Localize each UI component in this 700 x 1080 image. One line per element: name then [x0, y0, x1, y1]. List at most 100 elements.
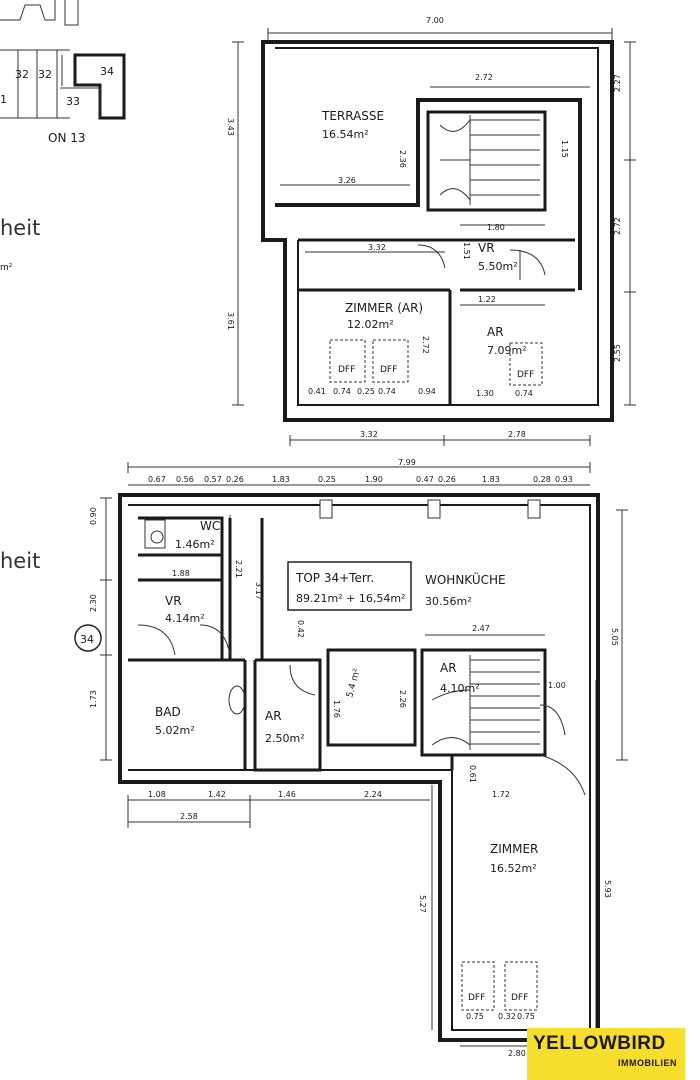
overview-unit-32b: 32 — [38, 68, 52, 81]
pencil-area-note: 5.4 m² — [345, 667, 362, 699]
lower-window-marks — [319, 499, 541, 519]
room-ar-lower-2-area: 4.10m² — [440, 682, 480, 695]
dim-lower-vr-width: 1.88 — [172, 569, 190, 578]
room-ar-lower-1-area: 2.50m² — [265, 732, 305, 745]
dim-lower-stair-depth: 1.00 — [548, 681, 566, 690]
room-ar-upper-area: 7.09m² — [487, 344, 527, 357]
room-vr-lower-name: VR — [165, 594, 182, 608]
roof-window-label-2: DFF — [380, 365, 397, 375]
dim-upper-right-mid: 2.72 — [613, 217, 622, 235]
unit-label-title: TOP 34+Terr. — [295, 571, 374, 585]
dim-lower-left-1: 0.90 — [89, 507, 98, 525]
overview-floor-label: ON 13 — [48, 131, 86, 145]
dim-lower-bottom-1: 1.08 — [148, 790, 166, 799]
dim-lower-top-1: 0.67 — [148, 475, 166, 484]
dim-upper-stair-side: 1.15 — [560, 140, 569, 158]
dim-lower-zimmer-top-width: 1.72 — [492, 790, 510, 799]
dim-lower-inner-h3: 0.42 — [296, 620, 305, 638]
dim-upper-window-4: 0.74 — [378, 387, 396, 396]
cut-unit-upper: m² — [0, 263, 13, 273]
upper-door-swings — [417, 244, 546, 280]
dim-upper-zimmer-width: 3.32 — [368, 243, 386, 252]
cut-label-lower: heit — [0, 549, 40, 573]
room-wc-area: 1.46m² — [175, 538, 215, 551]
dim-lower-bottom-4: 2.24 — [364, 790, 382, 799]
overview-edge-number: 1 — [0, 93, 7, 106]
dim-lower-kitchen-h1: 1.76 — [332, 700, 341, 718]
dim-lower-top-12: 0.93 — [555, 475, 573, 484]
dim-lower-bottom-2: 1.42 — [208, 790, 226, 799]
dim-lower-right-height: 5.05 — [610, 628, 619, 646]
dim-upper-vr-width: 1.80 — [487, 223, 505, 232]
dim-lower-top-6: 0.25 — [318, 475, 336, 484]
dim-upper-ar-width: 1.22 — [478, 295, 496, 304]
dim-lower-bottom-total: 2.58 — [180, 812, 198, 821]
upper-dimension-lines — [232, 28, 636, 446]
room-ar-upper-name: AR — [487, 325, 504, 339]
dim-upper-right-low: 2.55 — [613, 344, 622, 362]
dim-lower-stair-width: 2.47 — [472, 624, 490, 633]
room-wc-name: WC — [200, 519, 220, 533]
dim-lower-zimmer-window-1: 0.75 — [466, 1012, 484, 1021]
room-zimmer-ar-area: 12.02m² — [347, 318, 394, 331]
dim-upper-zimmer-height: 2.72 — [421, 336, 430, 354]
room-ar-lower-1-name: AR — [265, 709, 282, 723]
lower-sanitary-fixtures — [144, 519, 246, 715]
upper-roof-windows: DFF DFF DFF — [329, 339, 543, 386]
dim-lower-inner-h1: 2.21 — [234, 560, 243, 578]
dim-upper-vr-height: 1.51 — [462, 242, 471, 260]
brand-logo: YELLOWBIRD IMMOBILIEN — [527, 1028, 685, 1080]
dim-upper-bottom-2: 2.78 — [508, 430, 526, 439]
lower-floor-plan: DFF DFF TOP 34+Terr. 89.21m² + 16,54m² 3… — [74, 458, 628, 1058]
room-terrasse-name: TERRASSE — [321, 109, 384, 123]
dim-upper-window-5: 0.94 — [418, 387, 436, 396]
dim-upper-window-3: 0.25 — [357, 387, 375, 396]
dim-lower-inner-h2: 3.17 — [254, 582, 263, 600]
dim-lower-kitchen-h2: 2.26 — [398, 690, 407, 708]
overview-unit-34: 34 — [100, 65, 114, 78]
dim-lower-top-7: 1.90 — [365, 475, 383, 484]
dim-lower-top-11: 0.28 — [533, 475, 551, 484]
dim-lower-left-3: 1.73 — [89, 690, 98, 708]
dim-lower-top-4: 0.26 — [226, 475, 244, 484]
dim-upper-left-low: 3.61 — [226, 312, 235, 330]
unit-label-box — [287, 561, 412, 611]
room-ar-lower-2-name: AR — [440, 661, 457, 675]
lower-door-swings — [137, 624, 586, 796]
site-overview: 32 32 34 33 1 ON 13 heit m² heit — [0, 0, 126, 573]
dim-lower-total-width: 7.99 — [398, 458, 416, 467]
dim-lower-top-9: 0.26 — [438, 475, 456, 484]
dim-lower-top-3: 0.57 — [204, 475, 222, 484]
dim-lower-zimmer-bottom: 2.80 — [508, 1049, 526, 1058]
roof-window-label-1: DFF — [338, 365, 355, 375]
room-vr-lower-area: 4.14m² — [165, 612, 205, 625]
brand-logo-name: YELLOWBIRD — [533, 1033, 666, 1054]
room-wohnkueche-area: 30.56m² — [425, 595, 472, 608]
dim-lower-zimmer-top-gap: 0.61 — [468, 765, 477, 783]
room-wohnkueche-name: WOHNKÜCHE — [425, 571, 506, 587]
room-zimmer-ar-name: ZIMMER (AR) — [345, 301, 423, 315]
room-vr-upper-name: VR — [478, 241, 495, 255]
unit-marker-circle — [74, 624, 102, 652]
lower-roof-window-label-2: DFF — [511, 993, 528, 1003]
overview-unit-33: 33 — [66, 95, 80, 108]
brand-logo-sub: IMMOBILIEN — [618, 1058, 677, 1068]
dim-upper-ar-window-1: 1.30 — [476, 389, 494, 398]
unit-label-area: 89.21m² + 16,54m² — [296, 592, 405, 605]
dim-lower-top-5: 1.83 — [272, 475, 290, 484]
dim-upper-left-height: 3.43 — [226, 118, 235, 136]
dim-lower-zimmer-window-2: 0.32 — [498, 1012, 516, 1021]
dim-upper-terrace-depth: 2.36 — [398, 150, 407, 168]
upper-stairs — [439, 115, 540, 205]
dim-lower-top-8: 0.47 — [416, 475, 434, 484]
room-terrasse-area: 16.54m² — [322, 128, 369, 141]
dim-upper-window-2: 0.74 — [333, 387, 351, 396]
dim-lower-top-2: 0.56 — [176, 475, 194, 484]
room-bad-name: BAD — [155, 705, 181, 719]
dim-upper-terrace-width: 3.26 — [338, 176, 356, 185]
roof-window-label-3: DFF — [517, 370, 534, 380]
lower-roof-window-label-1: DFF — [468, 993, 485, 1003]
dim-lower-top-10: 1.83 — [482, 475, 500, 484]
cut-label-upper: heit — [0, 216, 40, 240]
